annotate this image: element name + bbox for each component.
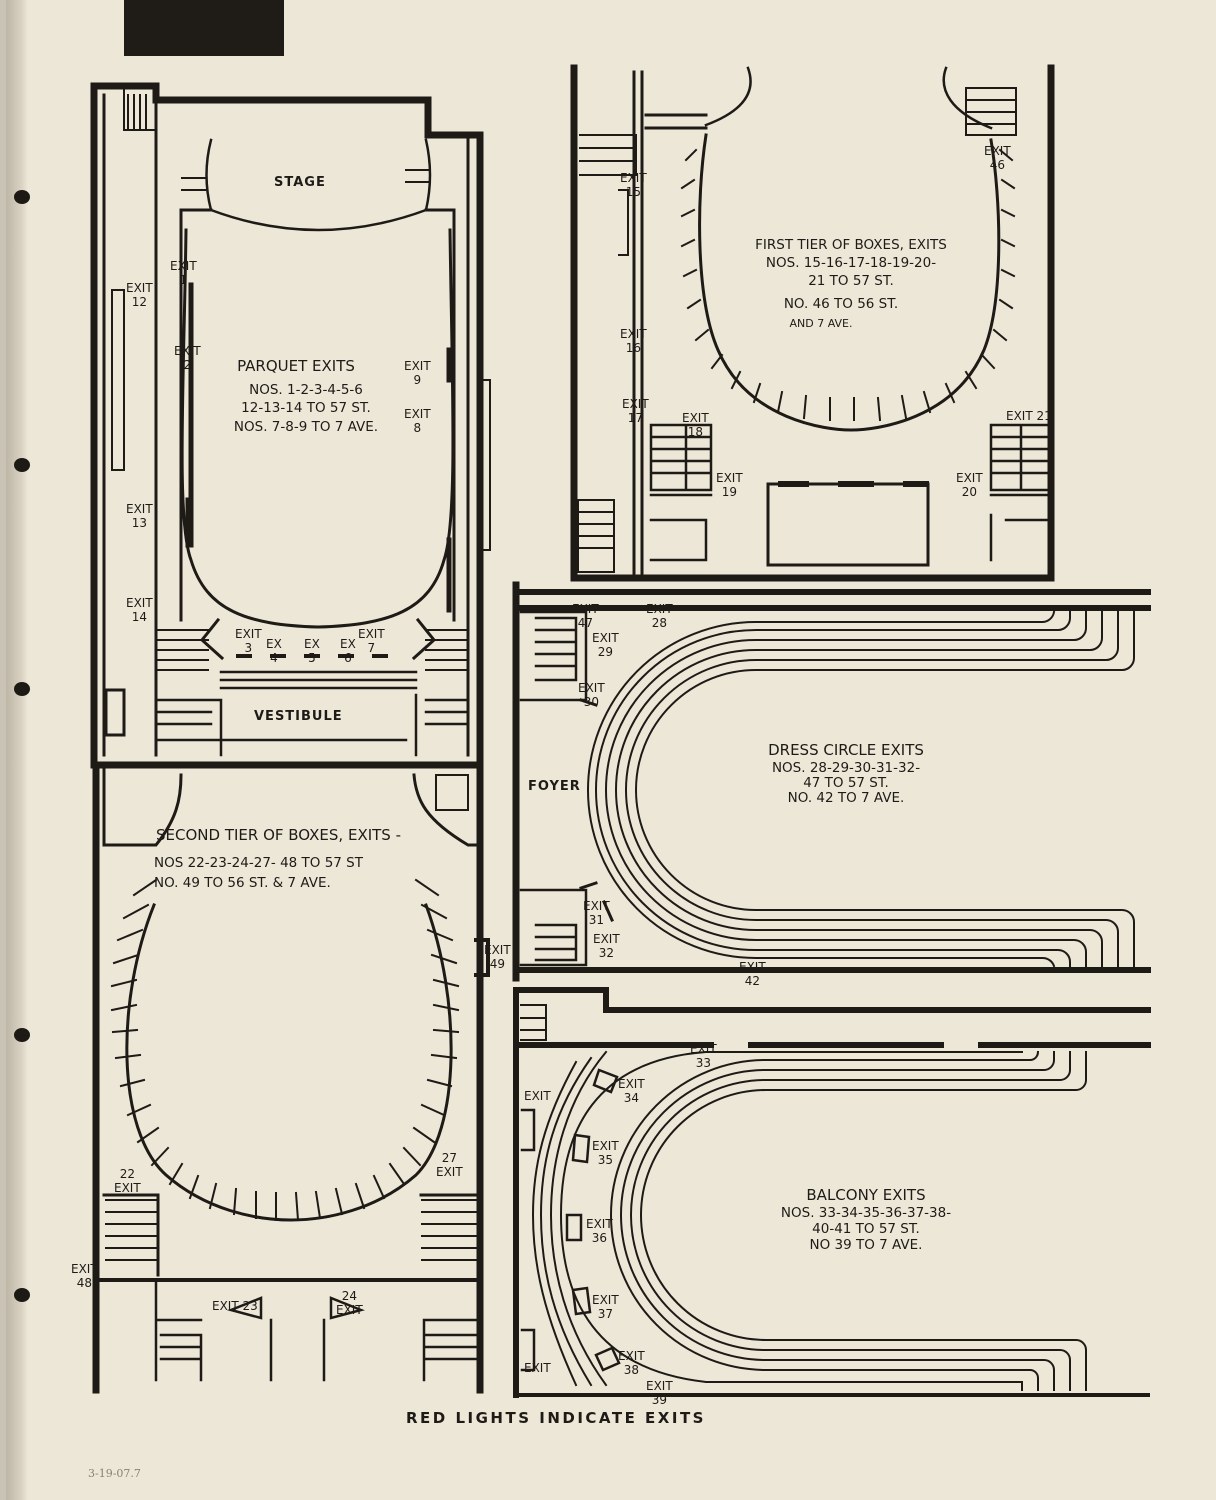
exit-31-label: EXIT 31 bbox=[583, 899, 610, 927]
balcony-line-2: 40-41 TO 57 ST. bbox=[812, 1221, 920, 1237]
ex-4-label: EX 4 bbox=[266, 637, 282, 665]
binding-spine bbox=[6, 0, 28, 1500]
tape-strip bbox=[124, 0, 284, 56]
ex-6-label: EX 6 bbox=[340, 637, 356, 665]
first-tier-plan bbox=[570, 64, 1055, 582]
footer-caption: RED LIGHTS INDICATE EXITS bbox=[406, 1409, 706, 1427]
exit-13-label: EXIT 13 bbox=[126, 502, 153, 530]
floor-plans-drawing bbox=[90, 64, 1151, 1398]
exit-23-label: EXIT 23 bbox=[212, 1299, 258, 1313]
exit-32-label: EXIT 32 bbox=[593, 932, 620, 960]
exit-42-label: EXIT 42 bbox=[739, 960, 766, 988]
balcony-line-1: NOS. 33-34-35-36-37-38- bbox=[780, 1205, 952, 1221]
dress-circle-line-3: NO. 42 TO 7 AVE. bbox=[787, 790, 905, 806]
exit-2-label: EXIT 2 bbox=[174, 344, 201, 372]
binding-hole bbox=[14, 458, 30, 472]
archive-mark: 3-19-07.7 bbox=[88, 1467, 141, 1480]
parquet-plan bbox=[90, 82, 491, 769]
exit-28-label: EXIT 28 bbox=[646, 602, 673, 630]
exit-17-label: EXIT 17 bbox=[622, 397, 649, 425]
dress-circle-plan bbox=[512, 581, 1151, 982]
parquet-line-1: NOS. 1-2-3-4-5-6 bbox=[249, 382, 363, 398]
binding-hole bbox=[14, 190, 30, 204]
balcony-title: BALCONY EXITS bbox=[806, 1186, 926, 1204]
exit-8-label: EXIT 8 bbox=[404, 407, 431, 435]
exit-46-label: EXIT 46 bbox=[984, 144, 1011, 172]
exit-16-label: EXIT 16 bbox=[620, 327, 647, 355]
balcony-line-3: NO 39 TO 7 AVE. bbox=[809, 1237, 923, 1253]
exit-18-label: EXIT 18 bbox=[682, 411, 709, 439]
exit-39-label: EXIT 39 bbox=[646, 1379, 673, 1407]
second-tier-line-2: NO. 49 TO 56 ST. & 7 AVE. bbox=[154, 875, 331, 891]
binding-hole bbox=[14, 1288, 30, 1302]
second-tier-line-1: NOS 22-23-24-27- 48 TO 57 ST bbox=[154, 855, 363, 871]
ex-5-label: EX 5 bbox=[304, 637, 320, 665]
exit-12-label: EXIT 12 bbox=[126, 281, 153, 309]
exit-48-label: EXIT 48 bbox=[71, 1262, 98, 1290]
first-tier-line-1: NOS. 15-16-17-18-19-20- bbox=[765, 255, 937, 271]
exit-label-lower: EXIT bbox=[524, 1361, 551, 1375]
exit-47-label: EXIT 47 bbox=[572, 602, 599, 630]
parquet-title: PARQUET EXITS bbox=[237, 357, 355, 375]
program-page: STAGE PARQUET EXITS NOS. 1-2-3-4-5-6 12-… bbox=[6, 0, 1216, 1500]
exit-22-label: 22 EXIT bbox=[114, 1167, 141, 1195]
exit-36-label: EXIT 36 bbox=[586, 1217, 613, 1245]
first-tier-line-2: 21 TO 57 ST. bbox=[808, 273, 894, 289]
stage-label: STAGE bbox=[274, 175, 326, 190]
second-tier-title: SECOND TIER OF BOXES, EXITS - bbox=[156, 826, 402, 844]
exit-19-label: EXIT 19 bbox=[716, 471, 743, 499]
vestibule-label: VESTIBULE bbox=[254, 709, 343, 724]
exit-15-label: EXIT 15 bbox=[620, 171, 647, 199]
exit-14-label: EXIT 14 bbox=[126, 596, 153, 624]
exit-9-label: EXIT 9 bbox=[404, 359, 431, 387]
exit-7-label: EXIT 7 bbox=[358, 627, 385, 655]
exit-30-label: EXIT 30 bbox=[578, 681, 605, 709]
exit-49-label: EXIT 49 bbox=[484, 943, 511, 971]
foyer-label: FOYER bbox=[528, 779, 581, 794]
parquet-line-3: NOS. 7-8-9 TO 7 AVE. bbox=[233, 419, 379, 435]
exit-3-label: EXIT 3 bbox=[235, 627, 262, 655]
exit-20-label: EXIT 20 bbox=[956, 471, 983, 499]
exit-label-upper: EXIT bbox=[524, 1089, 551, 1103]
exit-37-label: EXIT 37 bbox=[592, 1293, 619, 1321]
exit-35-label: EXIT 35 bbox=[592, 1139, 619, 1167]
exit-33-label: EXIT 33 bbox=[690, 1042, 717, 1070]
balcony-plan bbox=[513, 987, 1151, 1398]
exit-34-label: EXIT 34 bbox=[618, 1077, 645, 1105]
binding-hole bbox=[14, 1028, 30, 1042]
first-tier-title: FIRST TIER OF BOXES, EXITS bbox=[755, 237, 947, 253]
first-tier-line-3: NO. 46 TO 56 ST. bbox=[783, 296, 899, 312]
exit-29-label: EXIT 29 bbox=[592, 631, 619, 659]
binding-hole bbox=[14, 682, 30, 696]
exit-1-label: EXIT 1 bbox=[170, 259, 197, 287]
exit-24-label: 24 EXIT bbox=[336, 1289, 363, 1317]
dress-circle-line-1: NOS. 28-29-30-31-32- bbox=[771, 760, 921, 776]
parquet-line-2: 12-13-14 TO 57 ST. bbox=[241, 400, 371, 416]
exit-21-label: EXIT 21 bbox=[1006, 409, 1052, 423]
dress-circle-title: DRESS CIRCLE EXITS bbox=[768, 741, 924, 759]
exit-38-label: EXIT 38 bbox=[618, 1349, 645, 1377]
second-tier-plan bbox=[92, 766, 490, 1394]
first-tier-line-4: AND 7 AVE. bbox=[789, 317, 853, 330]
dress-circle-line-2: 47 TO 57 ST. bbox=[803, 775, 889, 791]
exit-27-label: 27 EXIT bbox=[436, 1151, 463, 1179]
